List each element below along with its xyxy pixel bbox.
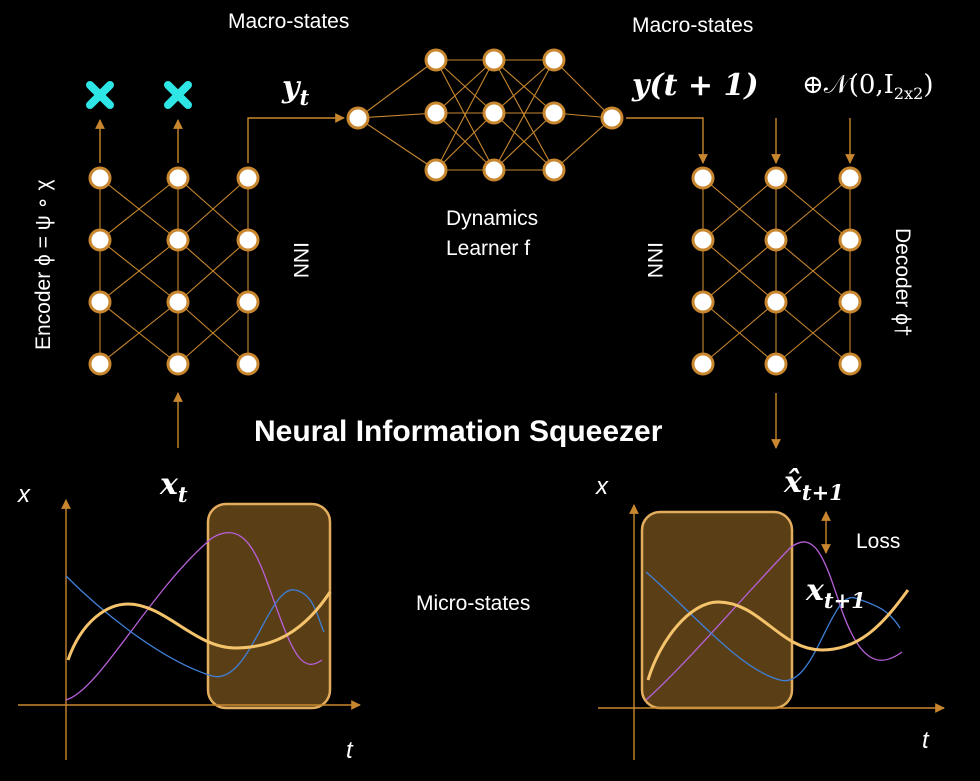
decoder-edge: [702, 301, 777, 365]
dynamics-hidden-node: [424, 48, 448, 72]
encoder-edge: [99, 301, 179, 365]
x-t-label: xt: [159, 467, 188, 507]
encoder-edge: [177, 177, 249, 241]
decoder-node: [764, 290, 788, 314]
encoder-edge: [99, 177, 179, 241]
dynamics-hidden-node: [542, 48, 566, 72]
encoder-node: [88, 166, 112, 190]
macro-states-right-label: Macro-states: [632, 14, 753, 37]
dynamics-hidden-node: [482, 48, 506, 72]
decoder-node: [691, 228, 715, 252]
dynamics-hidden-node: [424, 101, 448, 125]
dynamics-edge: [435, 112, 495, 171]
dynamics-to-decoder-arrow: [626, 117, 708, 164]
decoder-edge: [775, 177, 851, 241]
loss-label: Loss: [856, 530, 900, 553]
encoder-node: [236, 290, 260, 314]
dynamics-edge: [435, 59, 495, 171]
left-curve-blue: [65, 575, 325, 678]
dynamics-hidden-node: [542, 101, 566, 125]
dynamics-edge: [493, 59, 555, 171]
right-axis-t-label: t: [922, 727, 930, 754]
y-t1-label: y(t + 1): [631, 68, 759, 103]
decoder-edge: [702, 239, 777, 303]
dynamics-hidden-node: [424, 158, 448, 182]
dynamics-edge: [357, 112, 437, 119]
decoder-label: Decoder ϕ†: [891, 228, 914, 337]
connectors: [95, 113, 855, 554]
right-curve-purple: [645, 541, 903, 701]
x-hat-t1-label: x̂t+1: [783, 465, 844, 505]
decoder-node: [838, 290, 862, 314]
decoder-node: [691, 352, 715, 376]
right-curve-main: [646, 589, 910, 681]
right-curve-blue: [645, 571, 901, 682]
discard-cross-icon-1: [86, 81, 114, 109]
discard-cross-icon-2: [164, 81, 192, 109]
left-axis-t-label: t: [346, 737, 354, 764]
inn-right-label: INN: [643, 242, 666, 278]
left-highlight-box: [206, 502, 332, 710]
decoder-node: [764, 352, 788, 376]
dynamics-edge: [493, 112, 555, 171]
network-nodes: [88, 48, 862, 376]
encoder-edge: [177, 239, 249, 303]
left-curve-main: [66, 591, 332, 661]
dynamics-hidden-node: [482, 101, 506, 125]
left-micro-plot: x t xt: [17, 467, 361, 764]
dynamics-learner-label-2: Learner f: [446, 237, 530, 260]
encoder-node: [236, 228, 260, 252]
encoder-node: [88, 228, 112, 252]
macro-states-left-label: Macro-states: [228, 10, 349, 33]
decoder-node: [838, 166, 862, 190]
encoder-label: Encoder ϕ = ψ ∘ χ: [32, 179, 55, 350]
encoder-node: [166, 228, 190, 252]
encoder-node: [166, 352, 190, 376]
dynamics-output-node: [600, 106, 624, 130]
encoder-node: [166, 290, 190, 314]
right-micro-plot: x t x̂t+1 xt+1 Loss: [595, 465, 945, 760]
dynamics-learner-label-1: Dynamics: [446, 207, 538, 230]
encoder-edge: [177, 301, 249, 365]
dynamics-edge: [357, 117, 437, 171]
decoder-edge: [702, 177, 777, 241]
encoder-node: [88, 290, 112, 314]
right-axis-x-label: x: [595, 473, 609, 500]
left-curve-purple: [65, 531, 323, 701]
encoder-edge: [99, 239, 179, 303]
encoder-node: [236, 352, 260, 376]
decoder-node: [838, 352, 862, 376]
encoder-node: [88, 352, 112, 376]
encoder-to-dynamics-arrow: [247, 113, 345, 163]
micro-states-label: Micro-states: [416, 592, 530, 615]
encoder-node: [236, 166, 260, 190]
y-t-label: yt: [281, 70, 309, 110]
dynamics-hidden-node: [482, 158, 506, 182]
decoder-edge: [775, 301, 851, 365]
x-t1-label: xt+1: [805, 573, 866, 613]
decoder-node: [764, 166, 788, 190]
dynamics-edge: [357, 59, 437, 119]
dynamics-hidden-node: [542, 158, 566, 182]
dynamics-edge: [435, 59, 495, 114]
dynamics-edge: [553, 117, 613, 171]
encoder-node: [166, 166, 190, 190]
inn-left-label: INN: [289, 242, 312, 278]
right-highlight-box: [640, 510, 794, 710]
decoder-node: [691, 166, 715, 190]
diagram-title: Neural Information Squeezer: [254, 415, 663, 448]
decoder-node: [764, 228, 788, 252]
decoder-edge: [775, 239, 851, 303]
decoder-node: [691, 290, 715, 314]
dynamics-edge: [553, 59, 613, 119]
noise-label: ⊕𝒩(0,I2x2): [802, 70, 933, 103]
dynamics-edge: [493, 59, 555, 114]
left-axis-x-label: x: [17, 481, 31, 508]
dynamics-input-node: [346, 106, 370, 130]
decoder-node: [838, 228, 862, 252]
